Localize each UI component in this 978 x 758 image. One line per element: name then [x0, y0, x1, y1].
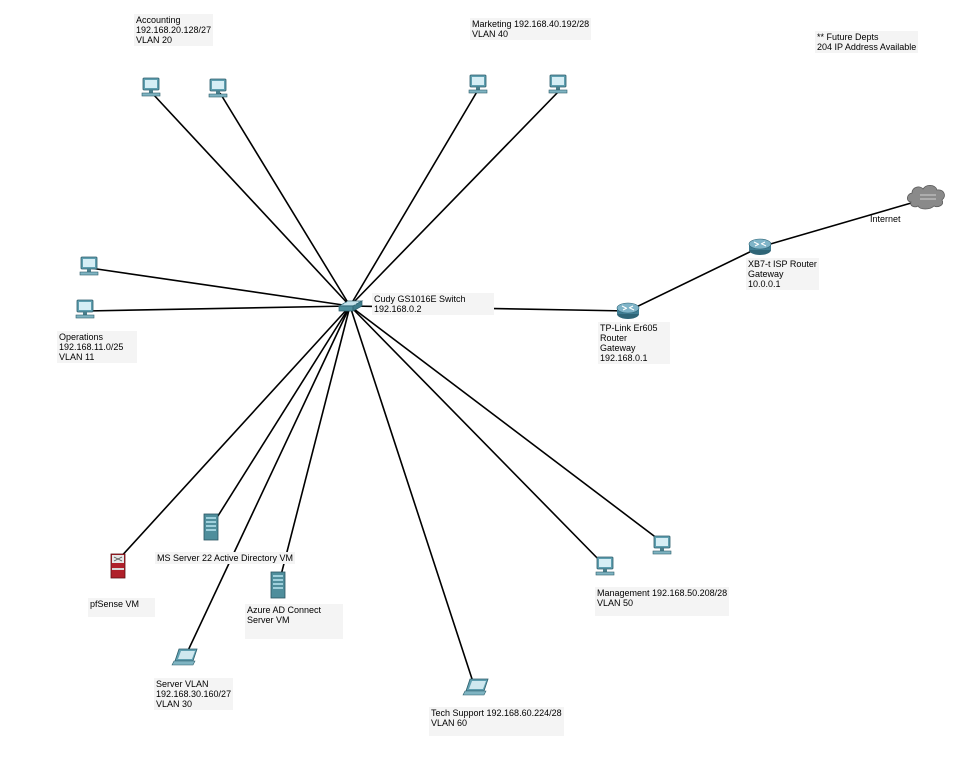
- marketing-label-line: Marketing 192.168.40.192/28: [472, 19, 590, 29]
- tech-support-label-line: VLAN 60: [431, 718, 468, 728]
- link-switch-pfsense: [117, 305, 351, 561]
- marketing-label-line: VLAN 40: [472, 29, 509, 39]
- tech-support-laptop-icon[interactable]: [462, 678, 489, 696]
- future-depts-label-line: 204 IP Address Available: [817, 42, 917, 52]
- management-pc-2-icon[interactable]: [652, 535, 672, 555]
- switch-label-line: Cudy GS1016E Switch: [374, 294, 466, 304]
- operations-label: Operations 192.168.11.0/25 VLAN 11: [57, 331, 138, 363]
- internet-label-line: Internet: [870, 214, 901, 224]
- server-vlan-label: Server VLAN 192.168.30.160/27 VLAN 30: [154, 678, 234, 710]
- operations-label-line: VLAN 11: [59, 352, 95, 362]
- tp-link-router-label: TP-Link Er605 Router Gateway 192.168.0.1: [598, 322, 670, 364]
- tp-link-router-label-line: TP-Link Er605: [600, 323, 658, 333]
- link-switch-management-pc-1: [349, 305, 606, 567]
- tech-support-label: Tech Support 192.168.60.224/28 VLAN 60: [429, 707, 564, 736]
- accounting-label: Accounting 192.168.20.128/27 VLAN 20: [134, 14, 214, 46]
- accounting-pc-2-icon[interactable]: [208, 78, 228, 98]
- marketing-pc-2-icon[interactable]: [548, 74, 568, 94]
- link-switch-operations-pc-1: [89, 267, 351, 307]
- links: [85, 89, 926, 686]
- internet-label: Internet: [868, 213, 903, 225]
- management-pc-1-icon[interactable]: [595, 556, 615, 576]
- ms-server-label: MS Server 22 Active Directory VM: [155, 552, 296, 564]
- link-switch-management-pc-2: [349, 305, 663, 543]
- server-vlan-label-line: 192.168.30.160/27: [156, 689, 232, 699]
- internet-cloud-icon[interactable]: [906, 184, 945, 210]
- management-label-line: VLAN 50: [597, 598, 634, 608]
- link-router-isp-router: [627, 246, 761, 312]
- switch-icon[interactable]: [337, 300, 364, 312]
- operations-label-line: Operations: [59, 332, 104, 342]
- operations-pc-2-icon[interactable]: [75, 299, 95, 319]
- management-label-line: Management 192.168.50.208/28: [597, 588, 728, 598]
- tp-link-router-label-line: Router: [600, 333, 628, 343]
- switch-label: Cudy GS1016E Switch 192.168.0.2: [372, 293, 494, 315]
- link-switch-operations-pc-2: [85, 305, 351, 312]
- azure-server-label-line: Server VM: [247, 615, 290, 625]
- future-depts-label: ** Future Depts 204 IP Address Available: [815, 31, 919, 53]
- azure-server-label: Azure AD Connect Server VM: [245, 604, 344, 639]
- marketing-label: Marketing 192.168.40.192/28 VLAN 40: [470, 18, 592, 40]
- link-switch-server-vlan: [184, 305, 351, 658]
- link-switch-ms-server: [210, 305, 351, 528]
- link-isp-router-internet: [759, 198, 926, 248]
- link-switch-accounting-pc-1: [151, 92, 351, 307]
- ms-server-label-line: MS Server 22 Active Directory VM: [157, 553, 294, 563]
- isp-router-label-line: XB7-t ISP Router: [748, 259, 817, 269]
- pfsense-label-line: pfSense VM: [90, 599, 140, 609]
- ms-server-tower-icon[interactable]: [203, 513, 219, 541]
- isp-router-label-line: Gateway: [748, 269, 784, 279]
- accounting-label-line: Accounting: [136, 15, 181, 25]
- management-label: Management 192.168.50.208/28 VLAN 50: [595, 587, 730, 616]
- link-switch-marketing-pc-1: [349, 89, 479, 307]
- azure-server-tower-icon[interactable]: [270, 571, 286, 599]
- isp-router-label: XB7-t ISP Router Gateway 10.0.0.1: [746, 258, 819, 290]
- tp-link-router-icon[interactable]: [616, 302, 640, 320]
- operations-label-line: 192.168.11.0/25: [59, 342, 124, 352]
- link-switch-accounting-pc-2: [219, 92, 351, 307]
- operations-pc-1-icon[interactable]: [79, 256, 99, 276]
- marketing-pc-1-icon[interactable]: [468, 74, 488, 94]
- isp-router-icon[interactable]: [748, 238, 772, 256]
- isp-router-label-line: 10.0.0.1: [748, 279, 781, 289]
- switch-label-line: 192.168.0.2: [374, 304, 422, 314]
- tp-link-router-label-line: Gateway: [600, 343, 636, 353]
- link-switch-azure-server: [278, 305, 351, 584]
- server-vlan-label-line: Server VLAN: [156, 679, 209, 689]
- pfsense-firewall-icon[interactable]: [110, 553, 126, 579]
- server-vlan-laptop-icon[interactable]: [171, 648, 198, 666]
- future-depts-label-line: ** Future Depts: [817, 32, 879, 42]
- link-switch-marketing-pc-2: [349, 89, 561, 307]
- server-vlan-label-line: VLAN 30: [156, 699, 193, 709]
- link-switch-tech-support: [349, 305, 475, 686]
- accounting-label-line: 192.168.20.128/27: [136, 25, 212, 35]
- accounting-label-line: VLAN 20: [136, 35, 173, 45]
- tech-support-label-line: Tech Support 192.168.60.224/28: [431, 708, 562, 718]
- tp-link-router-label-line: 192.168.0.1: [600, 353, 648, 363]
- accounting-pc-1-icon[interactable]: [141, 77, 161, 97]
- azure-server-label-line: Azure AD Connect: [247, 605, 322, 615]
- pfsense-label: pfSense VM: [88, 598, 156, 617]
